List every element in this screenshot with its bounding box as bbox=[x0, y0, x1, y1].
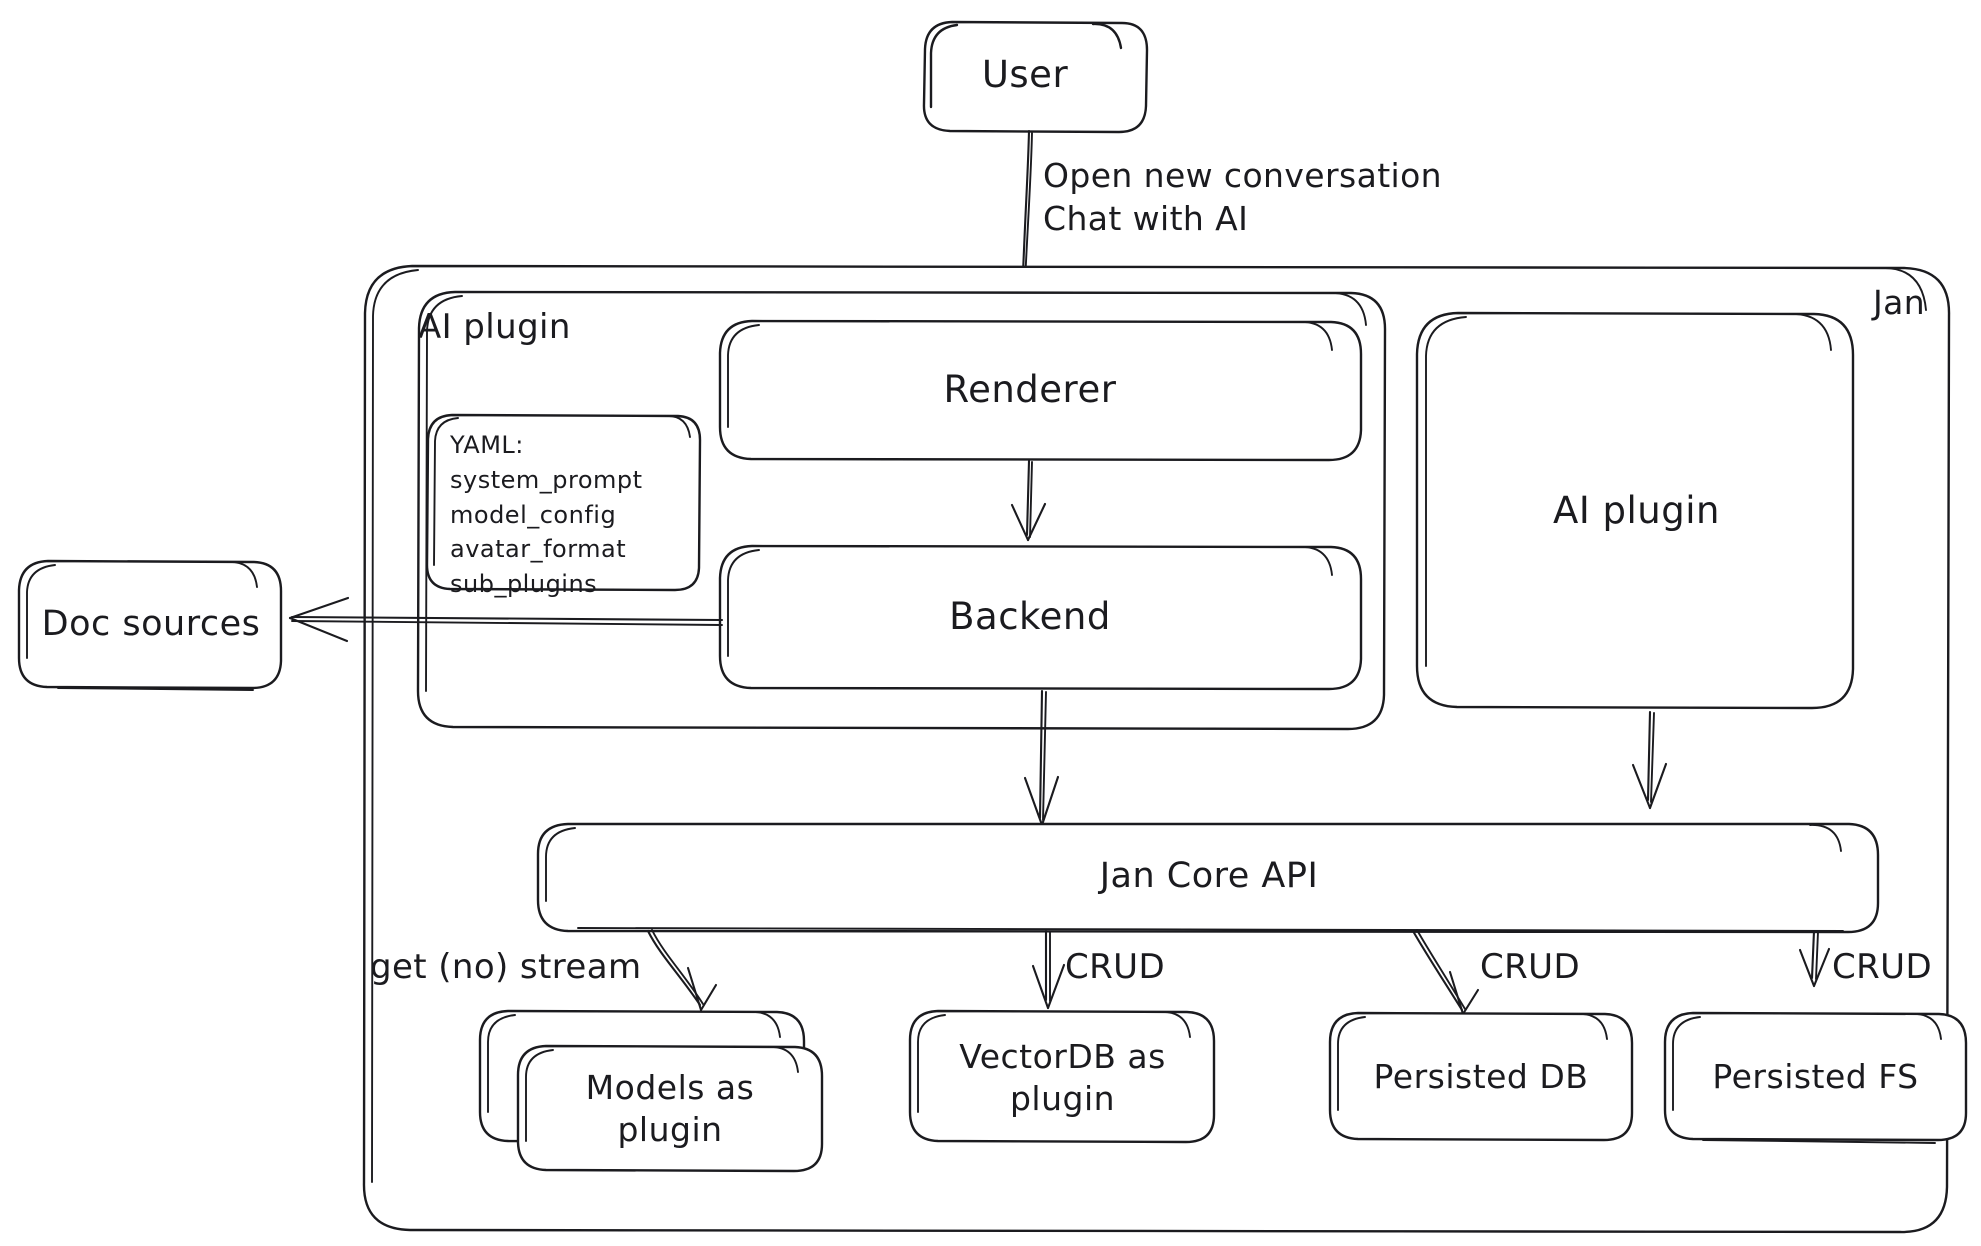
models-as-plugin-node[interactable] bbox=[518, 1045, 822, 1172]
ai-plugin-node[interactable] bbox=[1418, 312, 1855, 710]
ai-plugin-group-label: AI plugin bbox=[418, 307, 571, 347]
renderer-node[interactable] bbox=[720, 320, 1340, 460]
arrow-api-to-models bbox=[646, 929, 718, 1012]
yaml-card-stroke bbox=[425, 413, 702, 592]
user-node[interactable] bbox=[925, 20, 1125, 130]
arrow-api-to-persistedfs bbox=[1798, 929, 1831, 988]
persisted-db-node[interactable] bbox=[1330, 1012, 1632, 1142]
edge-label-api-to-models: get (no) stream bbox=[370, 947, 642, 987]
jan-core-api-box-stroke bbox=[536, 822, 1880, 934]
persisted-db-box-stroke bbox=[1328, 1011, 1634, 1142]
jan-core-api-node[interactable] bbox=[538, 823, 1880, 930]
arrow-renderer-to-backend bbox=[1010, 459, 1047, 542]
renderer-box-stroke bbox=[718, 319, 1363, 462]
arrow-backend-to-docsources bbox=[288, 596, 724, 643]
backend-node[interactable] bbox=[720, 545, 1340, 690]
arrow-api-to-persisteddb bbox=[1411, 929, 1480, 1016]
edge-label-api-to-persisted-db: CRUD bbox=[1480, 947, 1581, 987]
arrow-aiplugin-to-core-api bbox=[1631, 710, 1668, 810]
ai-plugin-box-stroke bbox=[1415, 311, 1855, 710]
doc-sources-box-stroke bbox=[17, 559, 283, 691]
doc-sources-node[interactable] bbox=[20, 560, 282, 690]
yaml-card-node[interactable] bbox=[428, 413, 700, 590]
persisted-fs-node[interactable] bbox=[1665, 1012, 1966, 1142]
vectordb-as-plugin-box-stroke bbox=[908, 1009, 1216, 1144]
arrow-backend-to-core-api bbox=[1023, 689, 1060, 827]
persisted-fs-box-stroke bbox=[1663, 1011, 1968, 1144]
arrow-api-to-vectordb bbox=[1031, 929, 1066, 1010]
vectordb-as-plugin-node[interactable] bbox=[910, 1010, 1215, 1145]
models-as-plugin-box-stroke bbox=[516, 1044, 824, 1173]
user-box-stroke bbox=[922, 20, 1149, 134]
jan-container-label: Jan bbox=[1873, 283, 1926, 322]
edge-label-api-to-persisted-fs: CRUD bbox=[1832, 947, 1933, 987]
backend-box-stroke bbox=[718, 544, 1363, 691]
edge-label-user-to-renderer: Open new conversation Chat with AI bbox=[1043, 156, 1443, 238]
edge-label-api-to-vectordb: CRUD bbox=[1065, 947, 1166, 987]
